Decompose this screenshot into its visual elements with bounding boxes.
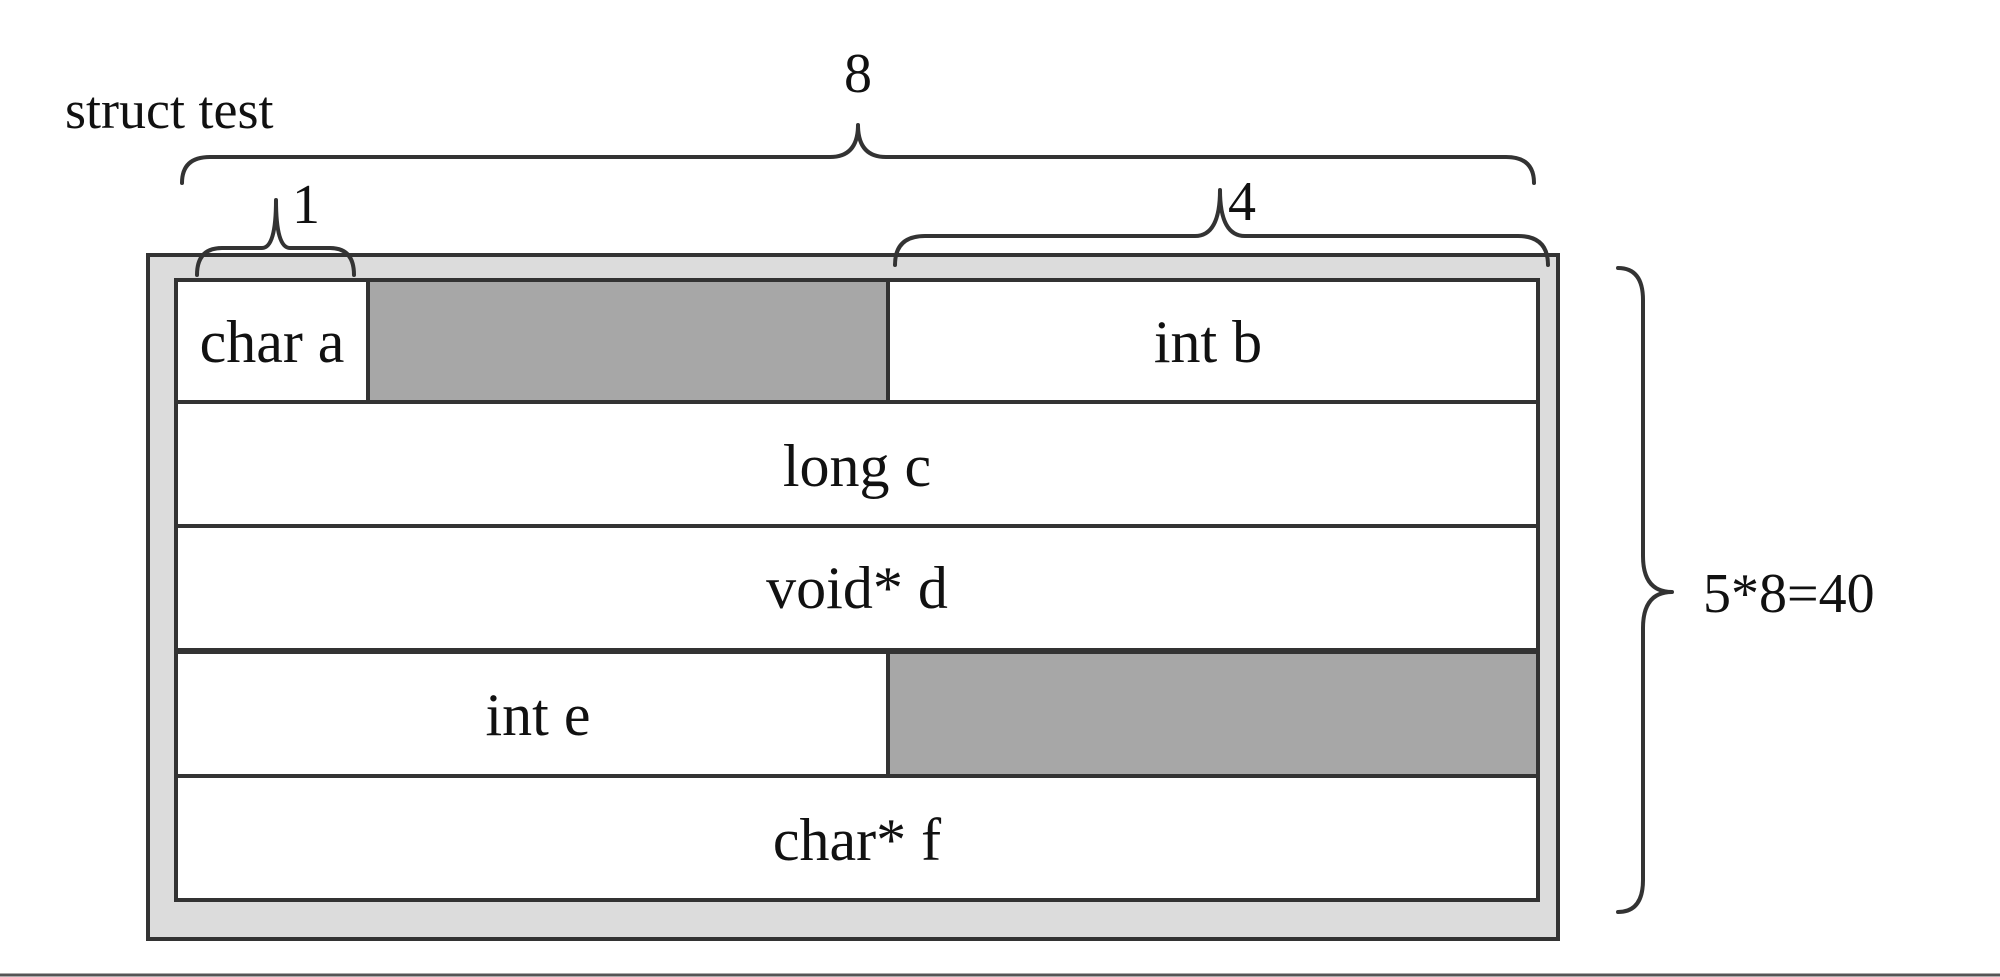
- field-char-ptr-f: [174, 774, 1540, 902]
- padding-after-int-e: [886, 650, 1540, 778]
- char-width-brace: [195, 198, 356, 277]
- total-size-label: 5*8=40: [1703, 563, 1875, 625]
- field-label: char* f: [773, 807, 941, 873]
- field-int-e: [174, 650, 890, 778]
- field-void-ptr-d: [174, 524, 1540, 652]
- field-label: int e: [486, 682, 591, 748]
- field-long-c: [174, 400, 1540, 528]
- struct-title: struct test: [65, 80, 273, 140]
- width-label: 8: [844, 43, 872, 105]
- int-width-brace: [893, 188, 1550, 267]
- field-label: long c: [783, 433, 931, 499]
- width-brace: [180, 123, 1536, 185]
- field-label: void* d: [766, 555, 948, 621]
- field-label: int b: [1154, 309, 1262, 375]
- total-size-brace: [1616, 266, 1674, 914]
- field-label: char a: [200, 309, 345, 375]
- field-char-a: [174, 278, 370, 404]
- padding-after-char-a: [366, 278, 890, 404]
- char-width-label: 1: [292, 174, 320, 236]
- int-width-label: 4: [1228, 171, 1256, 233]
